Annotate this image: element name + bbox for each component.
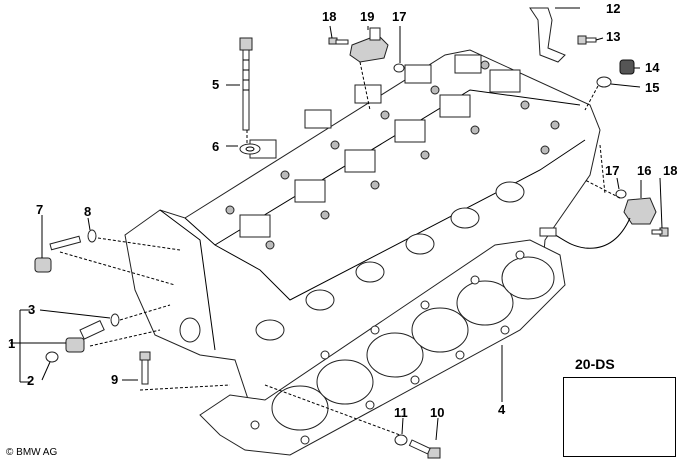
callout-14: 14 (645, 60, 660, 75)
washer (239, 143, 261, 155)
section-code: 20-DS (575, 356, 615, 372)
oil-pressure-valve (65, 320, 105, 353)
leader-lines (10, 7, 663, 441)
sensor-bolt-right (651, 227, 669, 237)
sensor-o-ring-right (615, 189, 627, 199)
callout-17-right: 17 (605, 163, 620, 178)
cylinder-head (124, 49, 601, 426)
callout-19: 19 (360, 9, 375, 24)
bracket (529, 7, 566, 63)
callout-9: 9 (111, 372, 119, 387)
bracket-bolt (577, 35, 597, 45)
screw-plug (619, 59, 635, 75)
callout-13: 13 (606, 29, 621, 44)
head-bolt (239, 37, 253, 131)
plug-screw (34, 235, 82, 273)
callout-18-top: 18 (322, 9, 337, 24)
callout-15: 15 (645, 80, 660, 95)
bolt-lower (139, 351, 151, 385)
seal-ring-left (87, 229, 97, 243)
seal-ring (596, 76, 612, 88)
callout-5: 5 (212, 77, 220, 92)
camshaft-sensor-exhaust (539, 197, 657, 249)
washer-bottom (394, 434, 408, 446)
callout-11: 11 (394, 405, 408, 420)
callout-17-top: 17 (392, 9, 407, 24)
copyright-text: © BMW AG (6, 447, 58, 458)
callout-10: 10 (430, 405, 445, 420)
sensor-o-ring (393, 63, 405, 73)
sensor-bolt (328, 37, 349, 45)
valve-seal-lower (45, 351, 59, 363)
callout-16: 16 (637, 163, 652, 178)
callout-12: 12 (606, 1, 621, 16)
callout-6: 6 (212, 139, 220, 154)
valve-seal-upper (110, 313, 120, 327)
bolt-bottom (408, 439, 441, 459)
thumbnail-frame (563, 377, 676, 457)
callout-8: 8 (84, 204, 92, 219)
callout-2: 2 (27, 373, 35, 388)
callout-1: 1 (8, 336, 16, 351)
callout-4: 4 (498, 402, 506, 417)
callout-7: 7 (36, 202, 44, 217)
callout-3: 3 (28, 302, 36, 317)
camshaft-sensor (349, 27, 389, 63)
head-gasket (199, 239, 566, 456)
callout-18-right: 18 (663, 163, 678, 178)
